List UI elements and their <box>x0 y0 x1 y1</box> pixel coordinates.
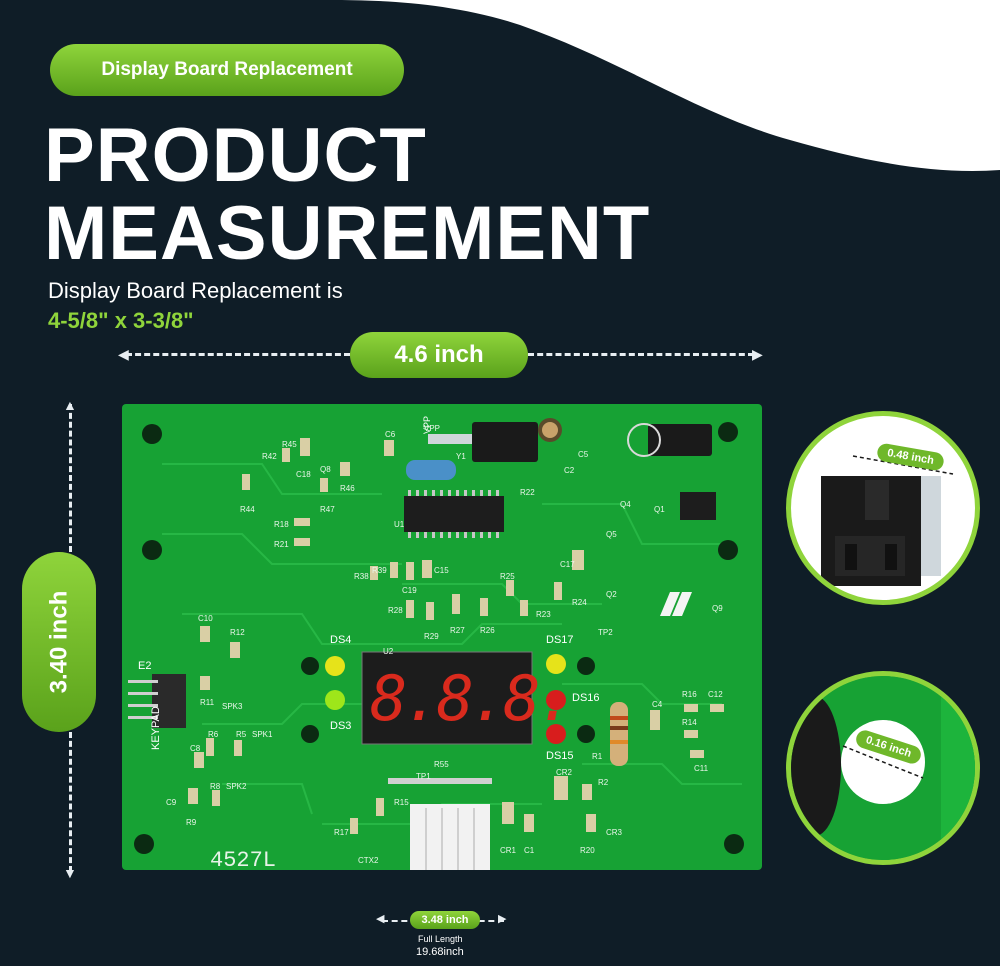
component-label: R27 <box>450 626 465 635</box>
component-label: CR1 <box>500 846 517 855</box>
arrow-up-icon: ▲ <box>63 397 77 413</box>
height-dash-top <box>69 404 72 552</box>
component-label: SPK1 <box>252 730 273 739</box>
full-length-label: Full Length <box>418 934 463 944</box>
component-label: R12 <box>230 628 245 637</box>
component-label: C19 <box>402 586 417 595</box>
led-label-ds17: DS17 <box>546 634 574 646</box>
height-dash-bottom <box>69 732 72 872</box>
component-label: R2 <box>598 778 609 787</box>
svg-text:VPP: VPP <box>422 416 432 434</box>
component-label: C15 <box>434 566 449 575</box>
component-label: R47 <box>320 505 335 514</box>
component-label: R55 <box>434 760 449 769</box>
component-label: R5 <box>236 730 247 739</box>
keypad-label: KEYPAD <box>150 706 162 750</box>
component-label: C8 <box>190 744 201 753</box>
component-label: C11 <box>694 764 709 773</box>
component-label: R18 <box>274 520 289 529</box>
width-dash-right <box>528 353 754 356</box>
component-label: R22 <box>520 488 535 497</box>
component-label: SPK2 <box>226 782 247 791</box>
component-label: CR2 <box>556 768 573 777</box>
hole-detail-circle: 0.16 inch <box>786 671 980 865</box>
component-label: R42 <box>262 452 277 461</box>
cable-width-label: 3.48 inch <box>410 911 480 929</box>
page-title-line1: PRODUCT <box>44 113 427 198</box>
component-label: R9 <box>186 818 197 827</box>
component-label: R17 <box>334 828 349 837</box>
component-label: R38 <box>354 572 369 581</box>
component-label: R20 <box>580 846 595 855</box>
component-label: R26 <box>480 626 495 635</box>
connector-detail-circle: 0.48 inch <box>786 411 980 605</box>
component-label: C1 <box>524 846 535 855</box>
led-label-ds3: DS3 <box>330 720 352 732</box>
component-label: R45 <box>282 440 297 449</box>
component-label: C12 <box>708 690 723 699</box>
component-label: C10 <box>198 614 213 623</box>
component-label: U1 <box>394 520 405 529</box>
arrow-right-small-icon: ▶ <box>498 913 507 925</box>
component-label: R46 <box>340 484 355 493</box>
connector-label: E2 <box>138 660 152 672</box>
component-label: Q5 <box>606 530 617 539</box>
category-badge: Display Board Replacement <box>50 44 404 96</box>
led-label-ds15: DS15 <box>546 750 574 762</box>
component-label: C4 <box>652 700 663 709</box>
arrow-right-icon: ▶ <box>752 346 763 362</box>
led-label-ds16: DS16 <box>572 692 600 704</box>
component-label: SPK3 <box>222 702 243 711</box>
component-label: Q9 <box>712 604 723 613</box>
led-label-ds4: DS4 <box>330 634 352 646</box>
component-label: R8 <box>210 782 221 791</box>
component-label: CR3 <box>606 828 623 837</box>
component-label: R44 <box>240 505 255 514</box>
component-label: Q1 <box>654 505 665 514</box>
component-label: R11 <box>200 698 215 707</box>
component-label: C5 <box>578 450 589 459</box>
component-label: C17 <box>560 560 575 569</box>
page-title-line2: MEASUREMENT <box>44 191 651 276</box>
component-label: Q2 <box>606 590 617 599</box>
component-label: R39 <box>372 566 387 575</box>
component-label: R14 <box>682 718 697 727</box>
component-label: R24 <box>572 598 587 607</box>
component-label: R28 <box>388 606 403 615</box>
component-label: R23 <box>536 610 551 619</box>
component-label: R21 <box>274 540 289 549</box>
component-label: C18 <box>296 470 311 479</box>
component-label: TP2 <box>598 628 613 637</box>
component-label: U2 <box>383 647 394 656</box>
height-label: 3.40 inch <box>22 552 96 732</box>
seven-segment-display: 8.8.8. <box>370 662 574 735</box>
background-wave <box>330 0 1000 171</box>
component-label: Q4 <box>620 500 631 509</box>
component-label: TP1 <box>416 772 431 781</box>
component-label: R29 <box>424 632 439 641</box>
part-number: 4527L <box>210 848 277 873</box>
arrow-down-icon: ▼ <box>63 865 77 881</box>
dimensions-text: 4-5/8" x 3-3/8" <box>48 308 194 333</box>
width-label: 4.6 inch <box>350 332 528 378</box>
subtitle: Display Board Replacement is <box>48 278 343 303</box>
component-label: C9 <box>166 798 177 807</box>
circuit-board: VPP <box>122 404 762 870</box>
full-length-value: 19.68inch <box>416 946 464 958</box>
component-label: R25 <box>500 572 515 581</box>
component-label: CTX2 <box>358 856 379 865</box>
arrow-left-icon: ◀ <box>118 346 129 362</box>
component-label: Y1 <box>456 452 466 461</box>
component-label: R16 <box>682 690 697 699</box>
component-label: R6 <box>208 730 219 739</box>
component-label: C2 <box>564 466 575 475</box>
arrow-left-small-icon: ◀ <box>376 913 385 925</box>
component-label: C6 <box>385 430 396 439</box>
component-label: R1 <box>592 752 603 761</box>
width-dash-left <box>126 353 350 356</box>
component-label: R15 <box>394 798 409 807</box>
component-label: Q8 <box>320 465 331 474</box>
component-label: VPP <box>424 424 441 433</box>
